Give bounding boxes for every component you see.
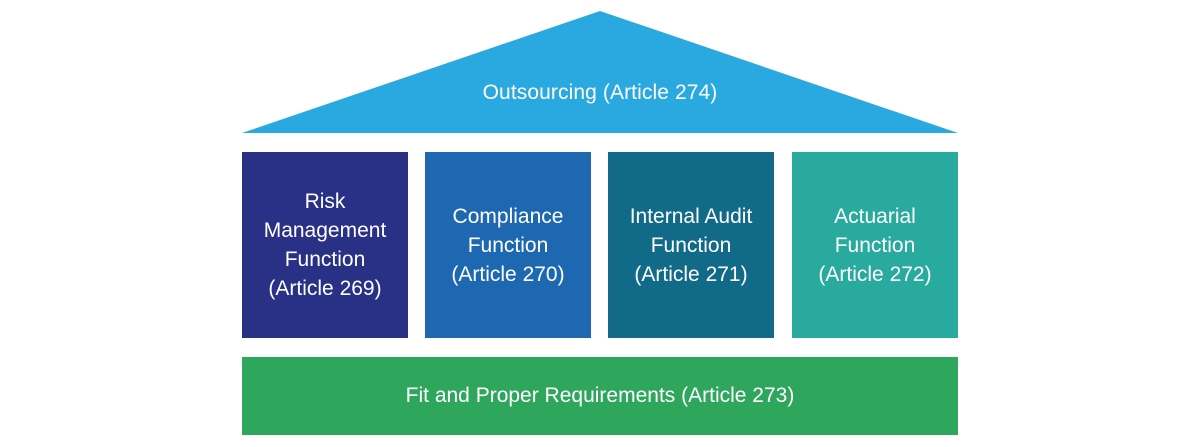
pillar-label: Internal Audit Function (Article 271): [629, 204, 753, 286]
pillar-label: Compliance Function (Article 270): [451, 204, 565, 286]
pillar-risk-management: Risk Management Function (Article 269): [242, 152, 408, 338]
roof-label: Outsourcing (Article 274): [482, 81, 718, 104]
pillar-compliance: Compliance Function (Article 270): [425, 152, 591, 338]
base-label: Fit and Proper Requirements (Article 273…: [405, 384, 795, 407]
pillar-label: Actuarial Function (Article 272): [818, 204, 932, 286]
pillar-internal-audit: Internal Audit Function (Article 271): [608, 152, 774, 338]
roof-triangle: [242, 11, 958, 133]
pillar-actuarial: Actuarial Function (Article 272): [792, 152, 958, 338]
roof-outsourcing: Outsourcing (Article 274): [242, 11, 958, 133]
base-fit-and-proper: Fit and Proper Requirements (Article 273…: [242, 357, 958, 435]
pillar-label: Risk Management Function (Article 269): [263, 190, 387, 300]
